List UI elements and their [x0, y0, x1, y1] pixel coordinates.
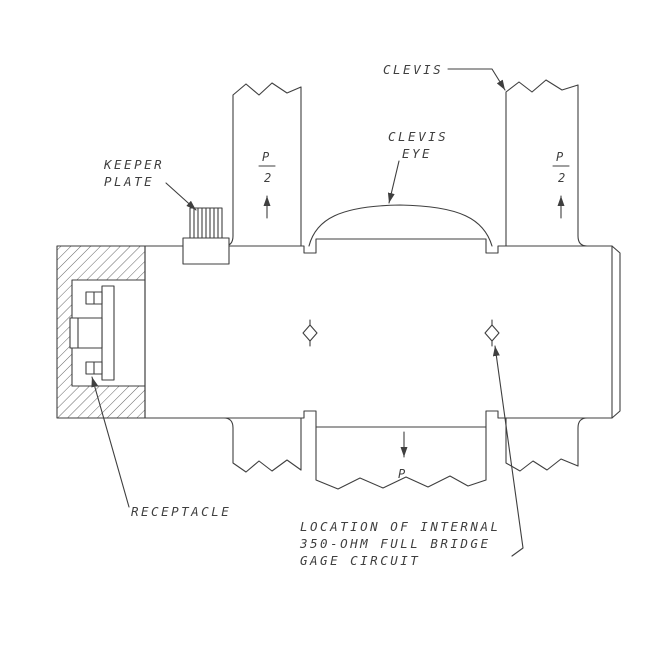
left-clevis-arm-top — [223, 82, 302, 247]
leader-lines — [91, 68, 524, 557]
gage-note-leader — [492, 345, 524, 557]
keeper-plate-leader — [165, 182, 197, 211]
clevis-eye-label-line1: CLEVIS — [388, 129, 448, 144]
receptacle-assembly — [69, 285, 115, 381]
keeper-plate-ribs — [193, 207, 219, 239]
receptacle-connector — [69, 317, 103, 349]
right-clevis-arm-bottom — [505, 417, 588, 472]
clevis-eye-leader — [387, 160, 400, 204]
receptacle-label: RECEPTACLE — [131, 504, 231, 519]
pin-bottom-profile — [144, 410, 613, 428]
load-annotations: P 2 P 2 P — [258, 150, 570, 481]
clevis-eye-dome — [308, 204, 493, 247]
pin-end-cap — [56, 245, 146, 419]
gage-marker-left-diamond-icon — [302, 324, 318, 342]
receptacle-leader — [91, 376, 130, 508]
clevis-eye — [308, 204, 493, 490]
keeper-plate-assembly — [182, 207, 230, 265]
pin-body — [144, 238, 621, 428]
pin-top-profile — [144, 238, 613, 254]
receptacle-mounting-plate — [101, 285, 115, 381]
text-labels: CLEVIS CLEVIS EYE KEEPER PLATE RECEPTACL… — [103, 62, 501, 568]
pin-right-end-chamfer — [611, 245, 621, 419]
load-bottom-label: P — [398, 467, 406, 481]
load-right-denominator: 2 — [558, 171, 566, 185]
clevis-leader — [447, 68, 506, 91]
gage-note-line3: GAGE CIRCUIT — [300, 553, 420, 568]
left-clevis-arm-bottom — [223, 417, 302, 473]
load-left-denominator: 2 — [264, 171, 272, 185]
receptacle-detail-lines — [77, 291, 95, 375]
end-cap-hatch-bottom — [57, 386, 145, 418]
end-cap-hatch-left — [57, 280, 72, 386]
right-clevis-arm-top — [505, 79, 588, 247]
clevis-eye-bottom — [315, 426, 487, 490]
gage-location-markers — [302, 319, 500, 347]
end-cap-hatch-top — [57, 246, 145, 280]
load-left-numerator: P — [262, 150, 270, 164]
keeper-plate-label-line2: PLATE — [104, 174, 154, 189]
keeper-plate-base — [182, 237, 230, 265]
clevis-label: CLEVIS — [383, 62, 443, 77]
clevis-eye-label-line2: EYE — [402, 146, 432, 161]
keeper-plate-label-line1: KEEPER — [103, 157, 164, 172]
gage-note-line1: LOCATION OF INTERNAL — [300, 519, 501, 534]
gage-marker-right-diamond-icon — [484, 324, 500, 342]
gage-note-line2: 350-OHM FULL BRIDGE — [299, 536, 491, 551]
load-right-numerator: P — [556, 150, 564, 164]
